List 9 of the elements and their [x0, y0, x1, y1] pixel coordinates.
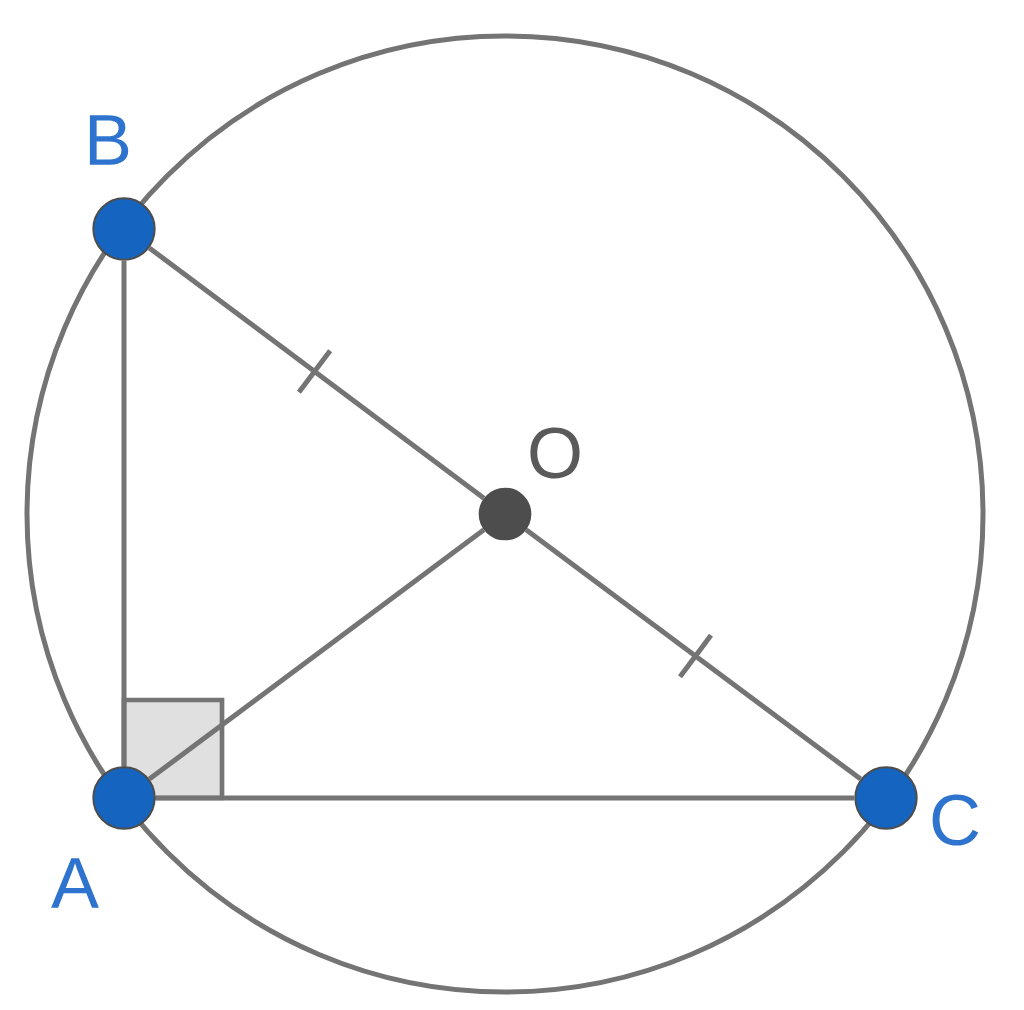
point-label: O [530, 427, 580, 479]
segment [155, 795, 855, 801]
point-label: C [932, 794, 979, 846]
point-label: B [89, 115, 129, 165]
point-label: A [51, 858, 99, 908]
segment [524, 527, 863, 782]
segment [147, 527, 486, 782]
segment [147, 245, 486, 501]
segment [121, 260, 127, 767]
